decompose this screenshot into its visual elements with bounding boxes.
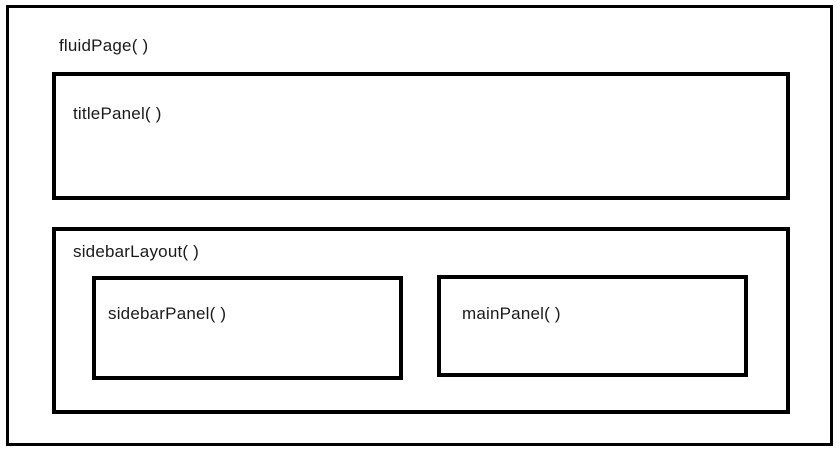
fluidpage-label: fluidPage( ) bbox=[59, 36, 149, 55]
fluidpage-box: fluidPage( ) titlePanel( ) sidebarLayout… bbox=[6, 5, 833, 446]
sidebarlayout-label: sidebarLayout( ) bbox=[73, 242, 200, 261]
sidebarpanel-label: sidebarPanel( ) bbox=[108, 304, 227, 323]
mainpanel-box: mainPanel( ) bbox=[437, 275, 748, 377]
titlepanel-box: titlePanel( ) bbox=[52, 72, 790, 200]
titlepanel-label: titlePanel( ) bbox=[73, 104, 162, 123]
mainpanel-label: mainPanel( ) bbox=[462, 304, 561, 323]
sidebarlayout-box: sidebarLayout( ) sidebarPanel( ) mainPan… bbox=[52, 227, 790, 414]
sidebarpanel-box: sidebarPanel( ) bbox=[92, 276, 403, 380]
